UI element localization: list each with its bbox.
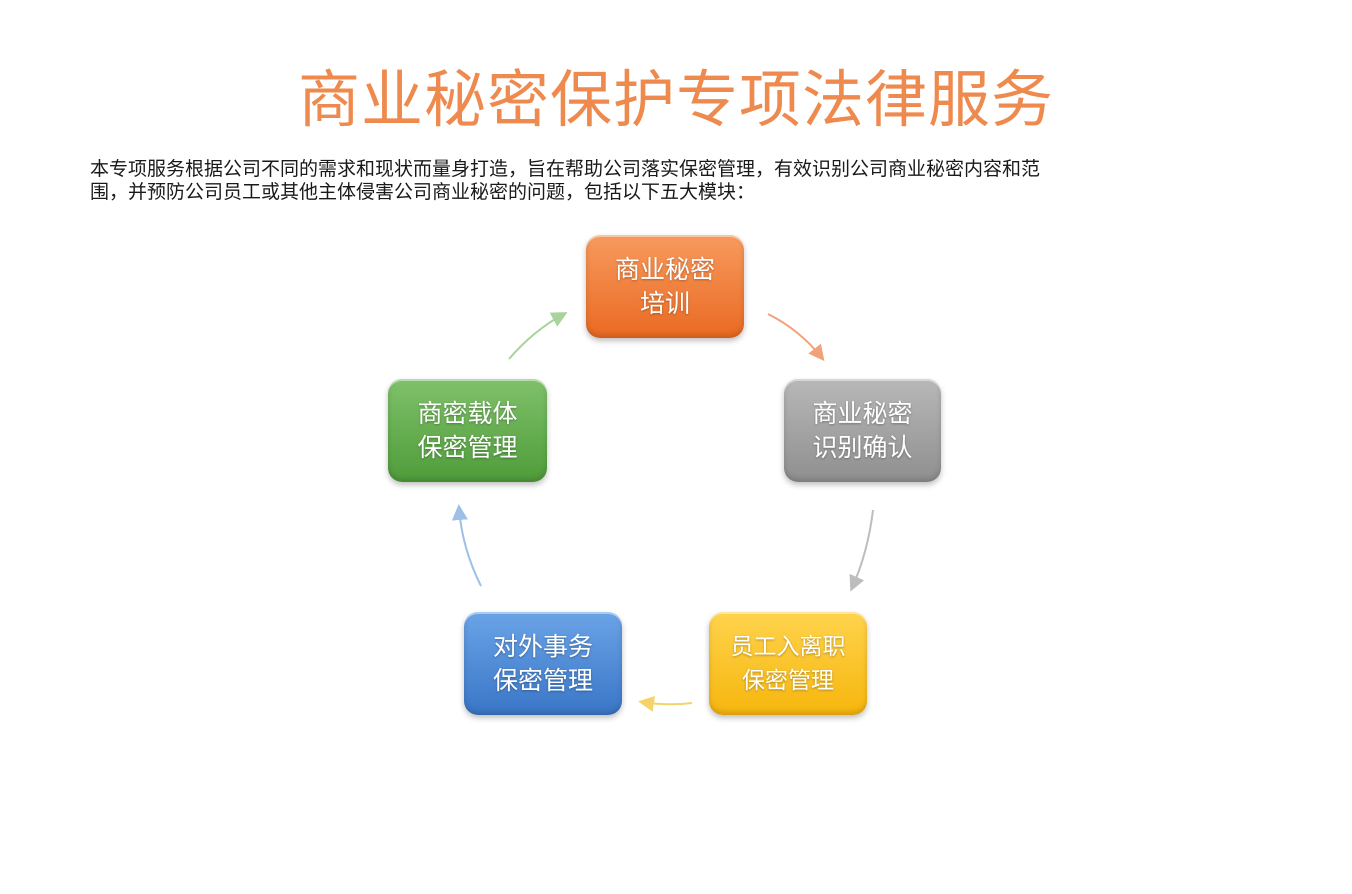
- arrow-module-1-to-2: [767, 313, 825, 362]
- module-trade-secret-identification: 商业秘密 识别确认: [784, 379, 941, 482]
- arrow-module-2-to-3: [849, 509, 874, 592]
- arrow-module-4-to-5: [451, 504, 482, 587]
- module-label-line-1: 员工入离职: [730, 633, 846, 660]
- module-label-line-1: 商业秘密: [812, 398, 913, 428]
- module-secret-carrier-confidentiality: 商密载体 保密管理: [388, 379, 547, 482]
- intro-paragraph: 本专项服务根据公司不同的需求和现状而量身打造，旨在帮助公司落实保密管理，有效识别…: [90, 158, 1250, 204]
- intro-line-1: 本专项服务根据公司不同的需求和现状而量身打造，旨在帮助公司落实保密管理，有效识别…: [90, 158, 1041, 180]
- arrow-module-3-to-4: [638, 695, 693, 712]
- module-label-line-2: 保密管理: [742, 667, 834, 694]
- intro-line-2: 围，并预防公司员工或其他主体侵害公司商业秘密的问题，包括以下五大模块：: [90, 181, 756, 203]
- module-label-line-2: 保密管理: [492, 665, 593, 695]
- module-trade-secret-training: 商业秘密 培训: [586, 235, 744, 338]
- arrow-module-5-to-1: [508, 312, 568, 360]
- module-label-line-2: 识别确认: [812, 432, 913, 462]
- module-label-line-1: 商密载体: [417, 398, 518, 428]
- module-label-line-1: 对外事务: [492, 631, 593, 661]
- module-external-affairs-confidentiality: 对外事务 保密管理: [464, 612, 622, 715]
- module-label-line-1: 商业秘密: [614, 254, 715, 284]
- module-label-line-2: 保密管理: [417, 432, 518, 462]
- module-label-line-2: 培训: [639, 288, 690, 318]
- module-employee-onboarding-offboarding: 员工入离职 保密管理: [709, 612, 867, 715]
- page-title: 商业秘密保护专项法律服务: [297, 63, 1054, 136]
